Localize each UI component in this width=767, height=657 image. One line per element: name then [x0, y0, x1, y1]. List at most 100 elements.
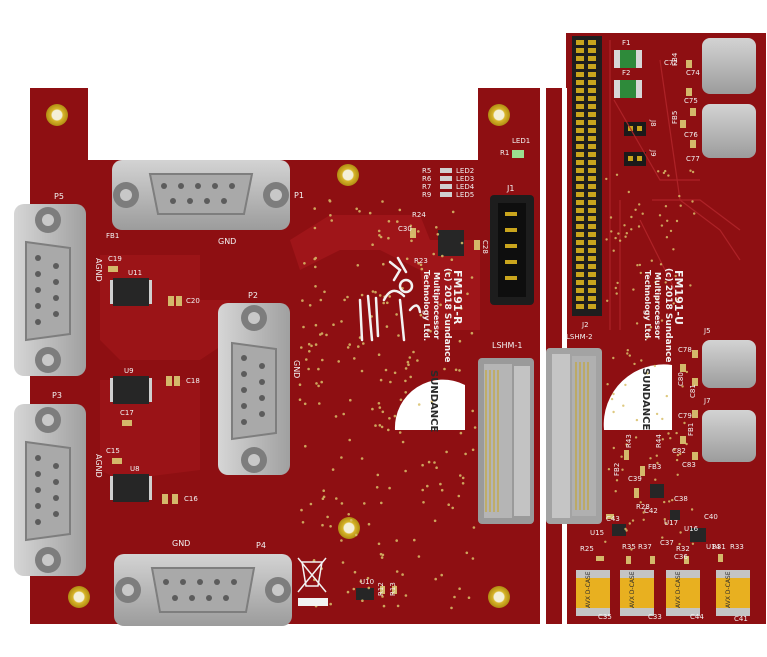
- via: [656, 298, 659, 301]
- via: [411, 234, 414, 237]
- j2-pin: [576, 40, 584, 45]
- via: [337, 360, 341, 363]
- r37-label: R37: [638, 543, 652, 551]
- via: [451, 210, 455, 214]
- label-p5: P5: [54, 192, 64, 201]
- via: [360, 369, 364, 373]
- via: [388, 295, 392, 298]
- via: [458, 369, 461, 372]
- via: [348, 343, 352, 346]
- via: [367, 586, 371, 590]
- via: [357, 345, 360, 348]
- via: [689, 284, 692, 287]
- via: [630, 548, 633, 551]
- via: [404, 367, 408, 370]
- via: [681, 385, 684, 388]
- via: [398, 208, 402, 212]
- r6-label: R6: [422, 175, 432, 183]
- c30-label: C30: [398, 225, 412, 233]
- j2-pin: [576, 152, 584, 157]
- via: [315, 382, 318, 385]
- label-p4: P4: [256, 541, 266, 550]
- label-lshm2: LSHM-2: [566, 333, 593, 341]
- via: [628, 354, 631, 357]
- left-pour: [290, 215, 480, 330]
- via: [630, 215, 633, 219]
- j2-pin: [588, 256, 596, 261]
- via: [624, 383, 627, 387]
- r43-label: R43: [625, 434, 633, 448]
- u14-label: U14: [706, 543, 721, 551]
- via: [457, 494, 461, 498]
- label-gnd-p2: GND: [292, 360, 301, 379]
- j2-pin: [576, 264, 584, 269]
- fb3-label: FB3: [648, 463, 662, 471]
- j2-pin: [576, 168, 584, 173]
- j2-pin: [588, 88, 596, 93]
- j2-pin: [588, 64, 596, 69]
- via: [393, 585, 397, 588]
- via: [612, 249, 615, 252]
- via: [634, 436, 638, 439]
- via: [317, 367, 320, 371]
- via: [639, 501, 642, 504]
- via: [650, 259, 653, 262]
- r7-label: R7: [422, 183, 432, 191]
- via: [404, 391, 408, 394]
- via: [340, 456, 343, 459]
- via: [471, 557, 475, 560]
- via: [332, 323, 335, 327]
- via: [405, 257, 409, 261]
- via: [398, 431, 402, 434]
- c80-label: C80: [677, 372, 685, 386]
- via: [627, 190, 630, 194]
- c74-label: C74: [686, 69, 700, 77]
- via: [396, 220, 399, 223]
- j2-pin: [576, 240, 584, 245]
- via: [417, 403, 421, 406]
- via: [380, 501, 383, 505]
- via: [445, 450, 448, 454]
- mount-holes: [46, 104, 510, 608]
- j2-pin: [576, 128, 584, 133]
- via: [471, 448, 475, 452]
- via: [377, 353, 381, 357]
- r35-label: R35: [622, 543, 636, 551]
- via: [447, 503, 451, 507]
- fb4-label: FB4: [671, 52, 679, 66]
- via: [408, 356, 412, 359]
- via: [314, 265, 317, 269]
- label-p1: P1: [294, 191, 304, 200]
- via: [607, 468, 611, 471]
- r28-label: R28: [636, 503, 650, 511]
- via: [617, 232, 620, 235]
- via: [649, 457, 652, 460]
- via: [440, 488, 444, 492]
- via: [360, 293, 364, 297]
- via: [323, 290, 326, 294]
- via: [625, 232, 628, 235]
- via: [450, 258, 454, 262]
- via: [450, 606, 453, 610]
- via: [605, 177, 608, 181]
- c20-label: C20: [186, 297, 200, 305]
- j2-pin: [576, 48, 584, 53]
- c72-label: C72: [664, 59, 678, 67]
- via: [620, 455, 623, 458]
- c33-label: C33: [648, 613, 662, 621]
- via: [379, 235, 383, 239]
- via: [662, 171, 666, 175]
- label-agnd-1: AGND: [94, 258, 103, 282]
- via: [470, 331, 474, 335]
- c37-label: C37: [660, 539, 674, 547]
- via: [429, 329, 432, 333]
- j2-pin: [588, 40, 596, 45]
- c28-label: C28: [481, 240, 489, 254]
- via: [361, 599, 364, 602]
- j2-pin: [576, 208, 584, 213]
- via: [346, 590, 350, 594]
- via: [635, 418, 639, 422]
- figure-logo: [358, 256, 422, 342]
- via: [612, 446, 615, 450]
- via: [352, 587, 356, 591]
